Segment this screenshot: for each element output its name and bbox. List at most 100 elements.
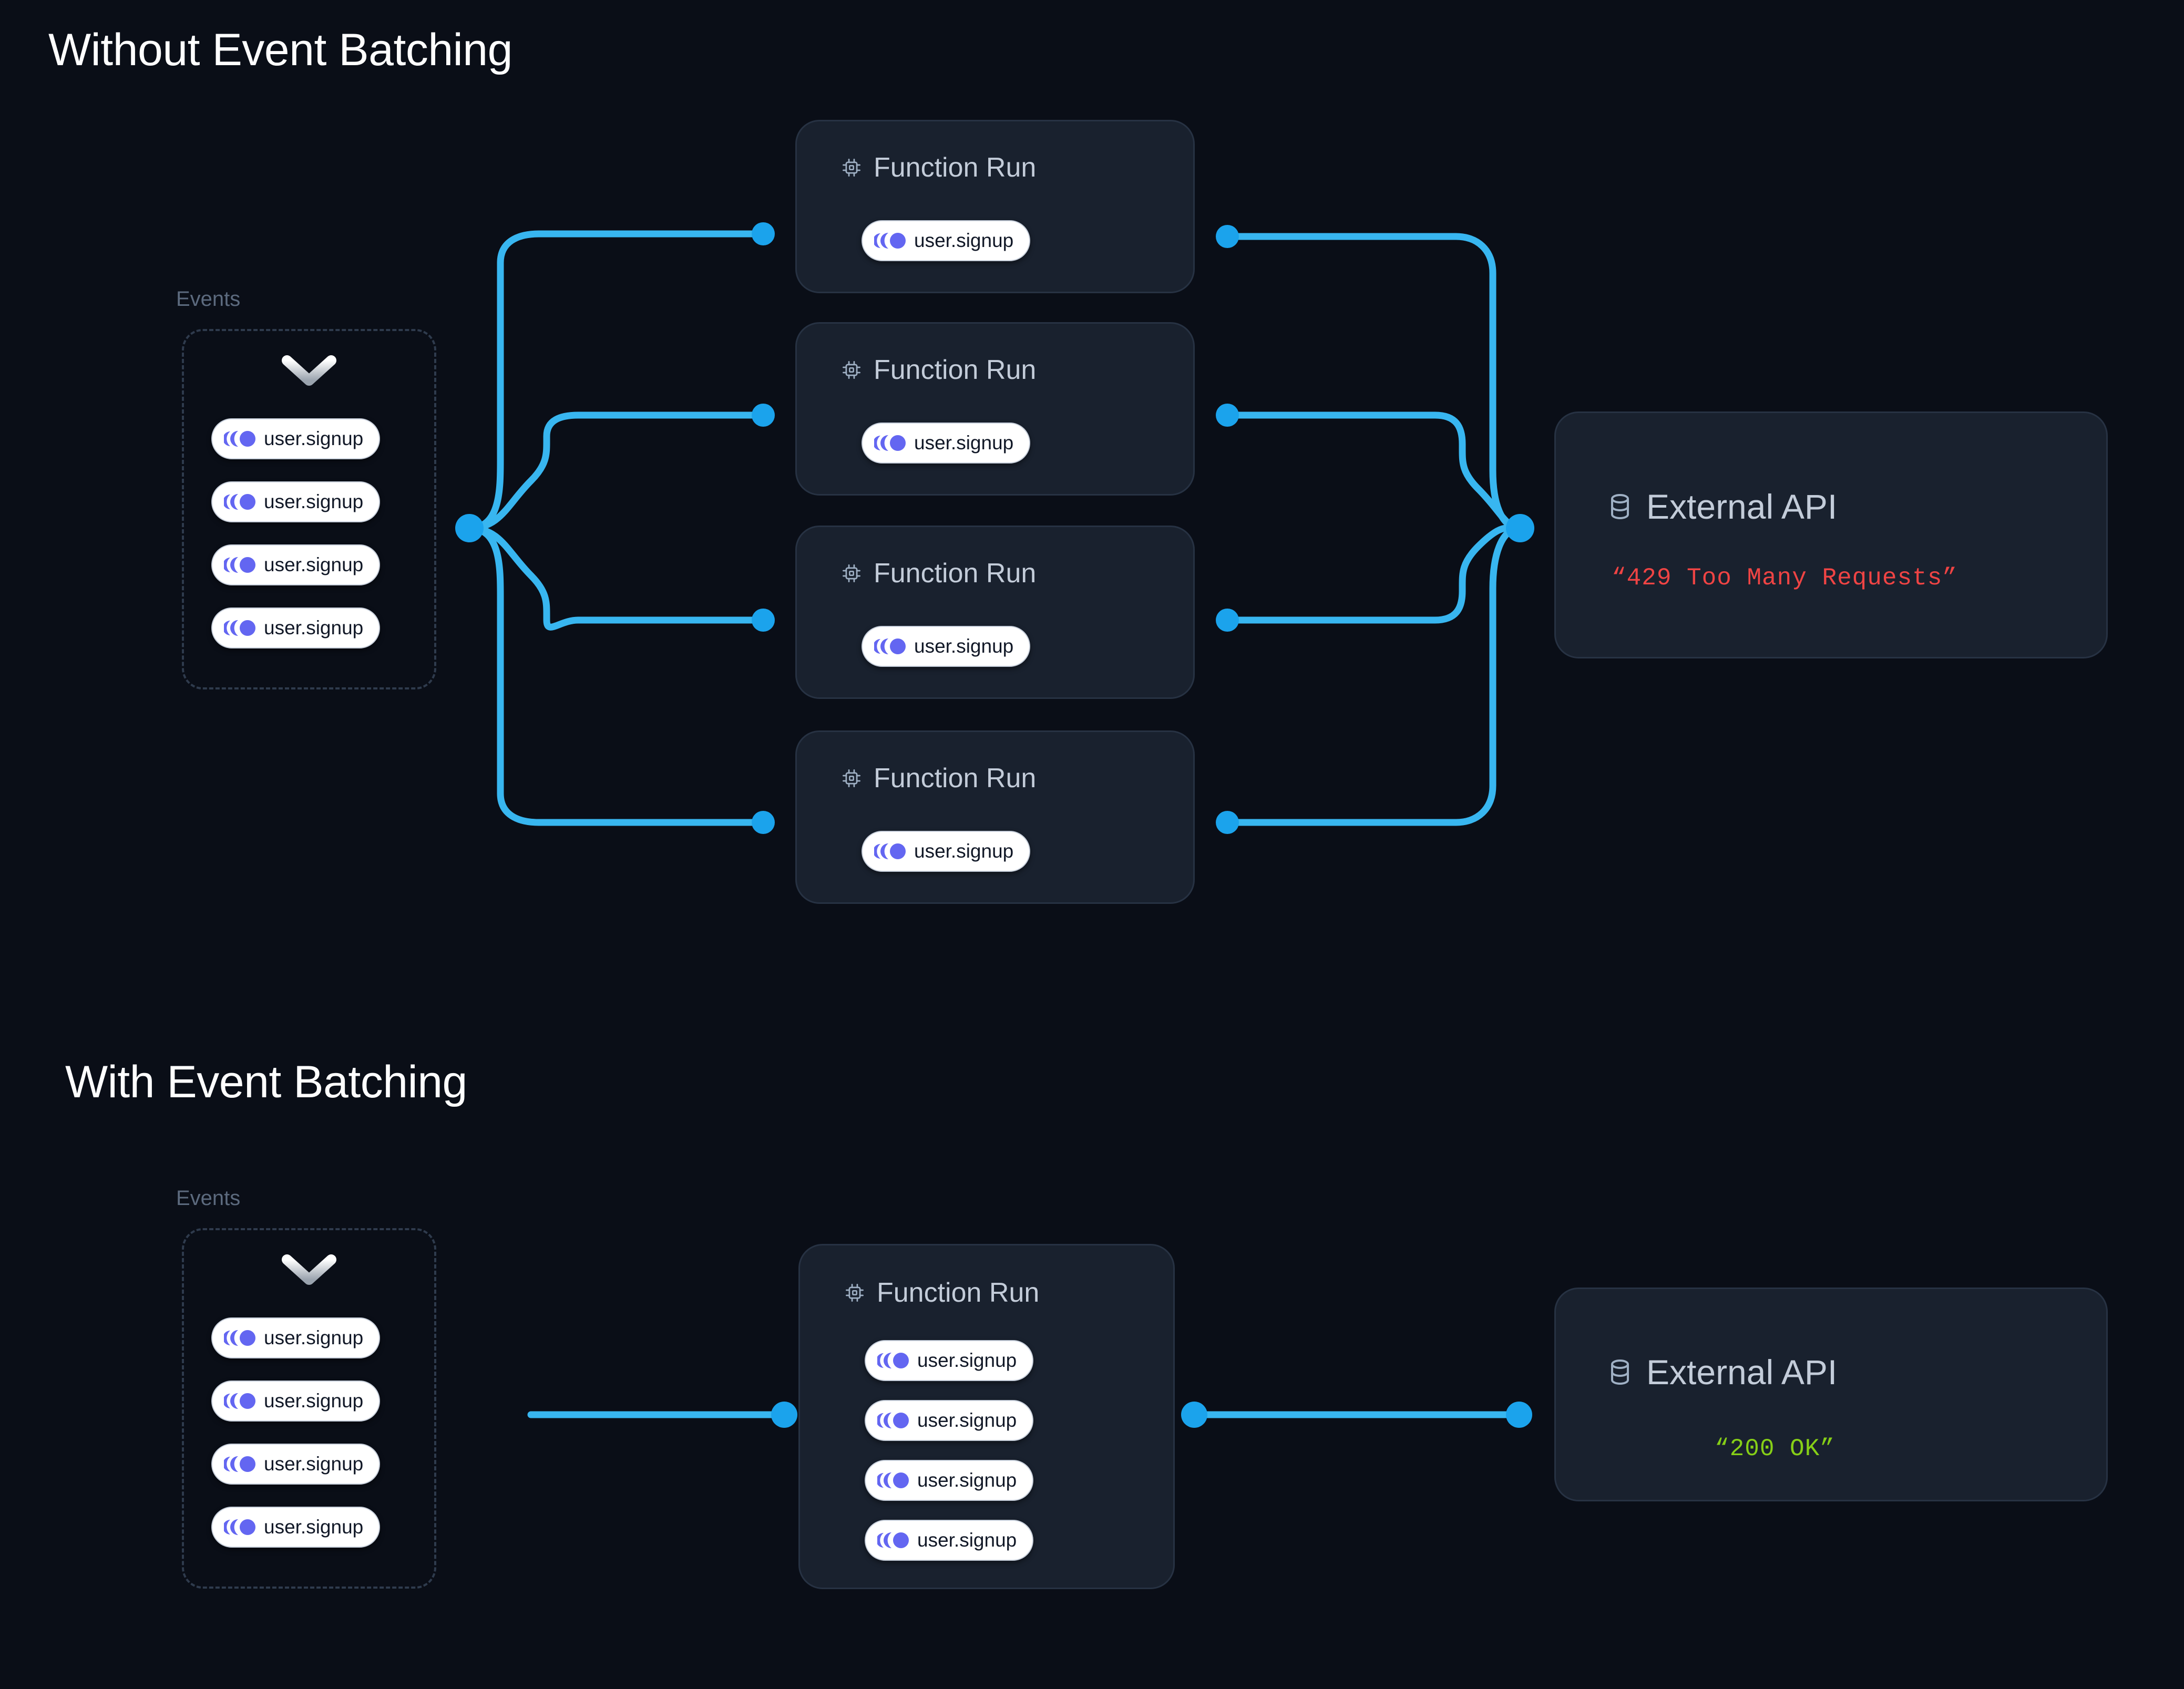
external-api-card[interactable]: External API “429 Too Many Requests” <box>1554 411 2108 658</box>
event-pill[interactable]: user.signup <box>211 418 381 459</box>
status-badge-ok: “200 OK” <box>1715 1435 1835 1463</box>
external-api-header: External API <box>1604 1352 1837 1392</box>
function-run-title: Function Run <box>874 558 1037 589</box>
event-pill-label: user.signup <box>264 1516 364 1538</box>
edge-dot-api-in <box>1506 1402 1532 1428</box>
event-pill[interactable]: user.signup <box>865 1340 1034 1381</box>
event-pill-label: user.signup <box>914 230 1014 251</box>
cpu-chip-icon <box>843 564 860 582</box>
event-pill[interactable]: user.signup <box>211 1444 381 1485</box>
event-pill-label: user.signup <box>917 1409 1017 1431</box>
edge-run-2-to-api <box>1224 411 1524 532</box>
function-run-title: Function Run <box>874 355 1037 385</box>
external-api-card[interactable]: External API “200 OK” <box>1554 1288 2108 1501</box>
event-pill[interactable]: user.signup <box>211 607 381 648</box>
chevron-down-icon <box>282 354 336 388</box>
external-api-title: External API <box>1646 1353 1838 1392</box>
event-pill[interactable]: user.signup <box>865 1520 1034 1561</box>
edge-dot-run-4-out <box>1216 811 1239 834</box>
edge-events-to-run-3 <box>466 524 761 631</box>
event-signal-icon <box>874 233 906 249</box>
event-pill-label: user.signup <box>264 1390 364 1412</box>
edge-run-1-to-api <box>1224 233 1524 532</box>
event-signal-icon <box>224 1519 255 1535</box>
edge-dot-run-3-out <box>1216 609 1239 632</box>
external-api-title: External API <box>1646 487 1838 526</box>
events-label-top: Events <box>176 287 241 311</box>
function-run-header: Function Run <box>840 152 1036 183</box>
event-signal-icon <box>224 1393 255 1409</box>
section-title-without-batching: Without Event Batching <box>48 25 512 75</box>
function-run-card-batched[interactable]: Function Run user.signup user.signup <box>798 1244 1175 1589</box>
function-run-title: Function Run <box>877 1278 1040 1308</box>
event-pill-label: user.signup <box>264 554 364 575</box>
function-run-header: Function Run <box>840 763 1036 794</box>
event-pill[interactable]: user.signup <box>862 626 1031 667</box>
event-pill-label: user.signup <box>917 1469 1017 1491</box>
event-signal-icon <box>224 620 255 636</box>
event-pill-label: user.signup <box>914 635 1014 657</box>
edge-dot-run-2-out <box>1216 404 1239 427</box>
cpu-chip-icon <box>843 769 860 787</box>
event-pill[interactable]: user.signup <box>211 544 381 585</box>
function-run-title: Function Run <box>874 763 1037 794</box>
event-signal-icon <box>877 1353 909 1368</box>
edge-dot-batched-run-in <box>771 1402 797 1428</box>
events-container-top: user.signup user.signup user.signup <box>182 329 436 689</box>
edge-events-to-run-1 <box>466 230 761 532</box>
edge-dot-run-1-out <box>1216 225 1239 248</box>
edge-run-4-to-api <box>1224 524 1524 826</box>
event-signal-icon <box>874 435 906 451</box>
event-pill-label: user.signup <box>264 491 364 512</box>
function-run-card[interactable]: Function Run user.signup <box>795 322 1195 496</box>
event-signal-icon <box>877 1413 909 1428</box>
cpu-chip-icon <box>846 1284 864 1302</box>
edge-dot-run-4-in <box>752 811 775 834</box>
event-pill[interactable]: user.signup <box>865 1460 1034 1501</box>
event-pill[interactable]: user.signup <box>211 481 381 522</box>
database-icon <box>1611 1360 1629 1385</box>
edge-run-3-to-api <box>1224 524 1524 624</box>
edge-events-to-run-2 <box>466 411 761 532</box>
event-pill[interactable]: user.signup <box>211 1507 381 1548</box>
event-pill-label: user.signup <box>264 617 364 638</box>
event-pill[interactable]: user.signup <box>211 1381 381 1422</box>
event-pill-label: user.signup <box>264 1453 364 1475</box>
section-title-with-batching: With Event Batching <box>65 1057 467 1107</box>
event-pill-label: user.signup <box>264 428 364 449</box>
event-signal-icon <box>224 1330 255 1346</box>
events-label-bottom: Events <box>176 1187 241 1210</box>
event-pill-label: user.signup <box>914 840 1014 862</box>
cpu-chip-icon <box>843 159 860 177</box>
external-api-header: External API <box>1604 487 1837 527</box>
function-run-card[interactable]: Function Run user.signup <box>795 526 1195 699</box>
function-run-title: Function Run <box>874 152 1037 183</box>
function-run-card[interactable]: Function Run user.signup <box>795 730 1195 904</box>
events-container-bottom: user.signup user.signup user.signup <box>182 1228 436 1589</box>
event-pill[interactable]: user.signup <box>862 220 1031 261</box>
event-signal-icon <box>877 1532 909 1548</box>
event-signal-icon <box>877 1472 909 1488</box>
function-run-header: Function Run <box>840 354 1036 386</box>
edge-dot-batched-run-out <box>1181 1402 1207 1428</box>
event-pill-label: user.signup <box>917 1350 1017 1371</box>
event-signal-icon <box>224 1456 255 1472</box>
edge-dot-run-2-in <box>752 404 775 427</box>
status-badge-error: “429 Too Many Requests” <box>1612 564 1957 592</box>
event-pill-label: user.signup <box>917 1529 1017 1551</box>
event-pill[interactable]: user.signup <box>865 1400 1034 1441</box>
event-pill[interactable]: user.signup <box>211 1317 381 1358</box>
event-signal-icon <box>224 431 255 447</box>
event-pill-label: user.signup <box>264 1327 364 1348</box>
edge-dot-run-3-in <box>752 609 775 632</box>
function-run-card[interactable]: Function Run user.signup <box>795 120 1195 293</box>
function-run-header: Function Run <box>843 1277 1039 1309</box>
fanin-hub-dot <box>1506 514 1534 542</box>
event-signal-icon <box>224 557 255 573</box>
function-run-header: Function Run <box>840 558 1036 589</box>
fanout-hub-dot <box>455 514 484 542</box>
event-pill[interactable]: user.signup <box>862 423 1031 464</box>
event-pill[interactable]: user.signup <box>862 831 1031 872</box>
database-icon <box>1611 494 1629 520</box>
